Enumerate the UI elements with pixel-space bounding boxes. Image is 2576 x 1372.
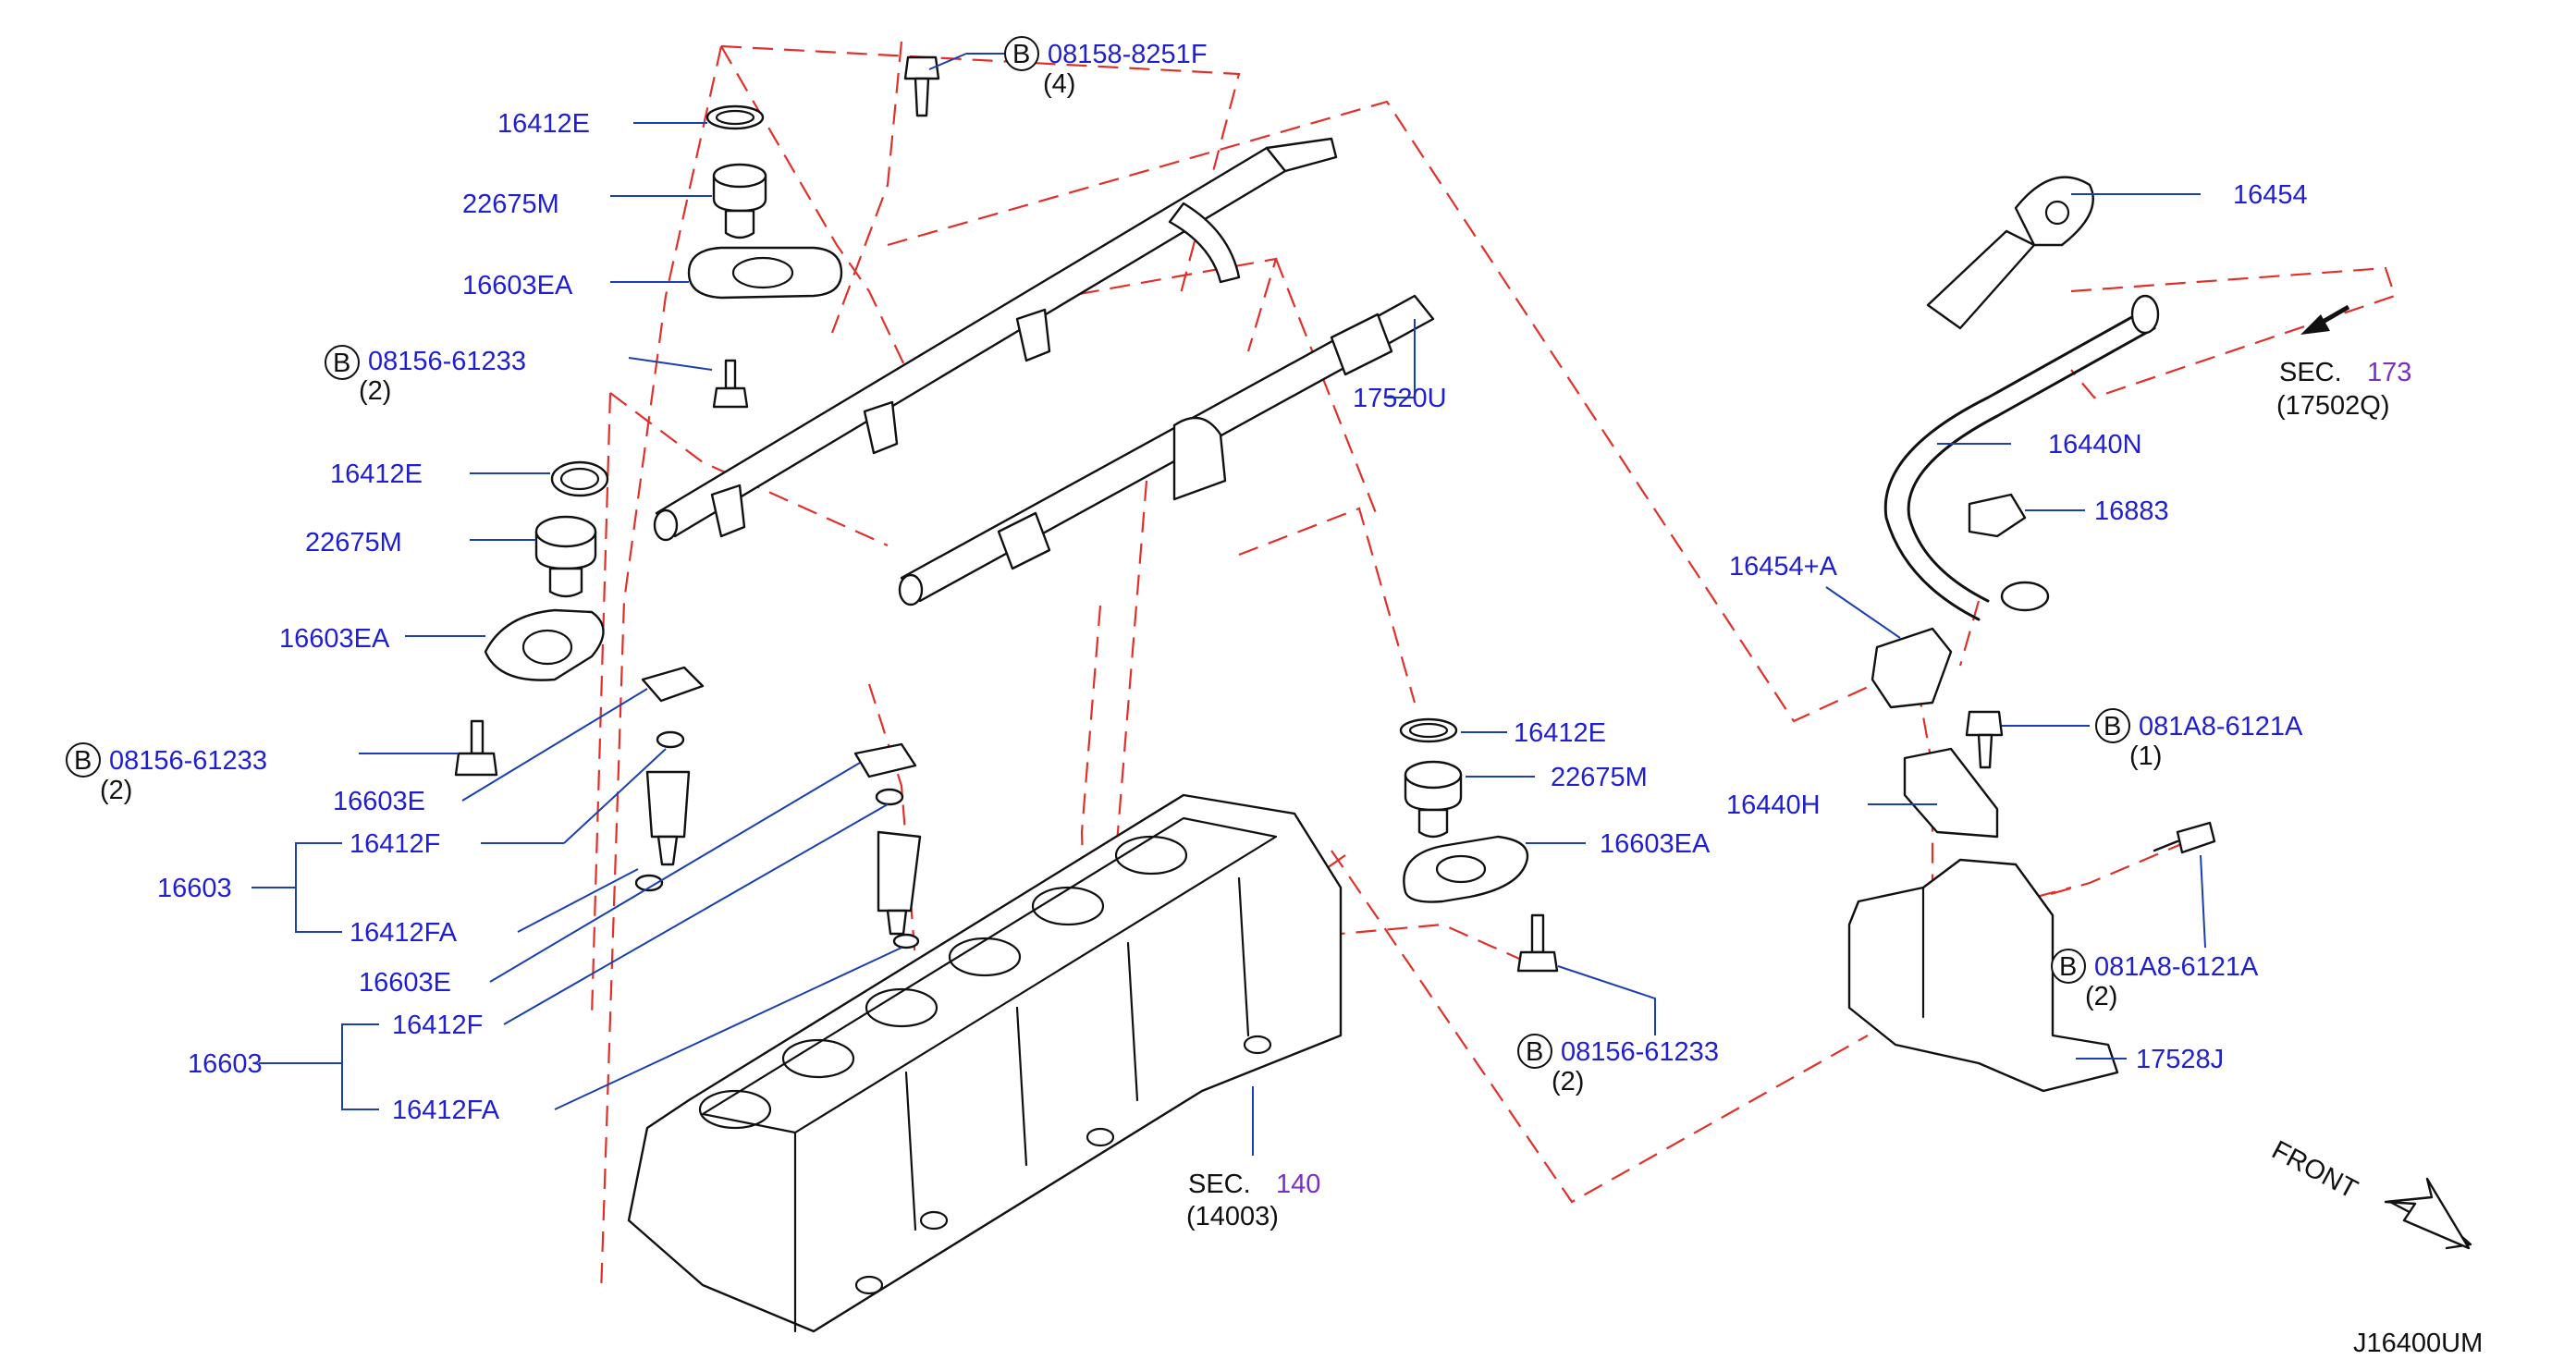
part-label-16603E: 16603E (359, 968, 451, 998)
part-label-08156-61233: 08156-61233 (1561, 1037, 1719, 1067)
part-label-16454A: 16454+A (1729, 552, 1838, 582)
leader-lines (251, 53, 2206, 1156)
fuel-hose-16440N (1883, 294, 2160, 621)
gasket-16603EA-top (687, 246, 843, 300)
front-arrow-icon (2384, 1177, 2472, 1250)
front-label: FRONT (2267, 1135, 2362, 1205)
gasket-16603EA-right (1403, 835, 1529, 903)
bolt-symbol-circle (1004, 36, 1039, 71)
section-subref: (14003) (1186, 1202, 1279, 1231)
quick-connector-16454A (1871, 581, 2050, 709)
qty-label: (2) (1552, 1067, 1584, 1096)
bolt-callout-top: B 08158-8251F (4) (1004, 36, 1208, 99)
part-label-16603: 16603 (157, 874, 232, 903)
part-label-08156-61233: 08156-61233 (109, 746, 267, 776)
injector-clip-16603E-b (853, 742, 917, 778)
pressure-damper-22675M-mid (534, 515, 597, 598)
part-label-16412FA: 16412FA (350, 918, 458, 948)
qty-label: (4) (1043, 69, 1075, 99)
part-label-16412F: 16412F (350, 829, 440, 859)
bolt-symbol: B (74, 746, 92, 776)
section-ref-140: SEC. 140 (14003) (1186, 1170, 1320, 1231)
o-ring-16412E-top (705, 104, 765, 130)
section-label: SEC. (2279, 358, 2342, 387)
quick-connector-16454 (1926, 176, 2094, 330)
part-label-081A8-6121A: 081A8-6121A (2139, 712, 2303, 741)
part-label-16412E: 16412E (330, 459, 423, 489)
bolt-callout-b: B 08156-61233 (2) (66, 742, 267, 805)
part-label-22675M: 22675M (305, 528, 402, 557)
injector-16603-b (875, 788, 922, 949)
section-number: 140 (1276, 1170, 1320, 1199)
fuel-rail-lower (898, 294, 1435, 606)
gasket-16603EA-mid (484, 608, 605, 681)
qty-label: (2) (359, 376, 391, 406)
part-label-16412F: 16412F (392, 1011, 483, 1040)
bolt-callout-e: B 081A8-6121A (2) (2051, 949, 2259, 1011)
bolt-callout-c: B 08156-61233 (2) (1517, 1034, 1719, 1096)
injector-clip-16603E-a (641, 666, 705, 703)
bolt-callout-a: B 08156-61233 (2) (325, 345, 526, 406)
section-number: 173 (2367, 358, 2411, 387)
part-label-16440N: 16440N (2048, 430, 2142, 459)
bolt-08158-top (903, 55, 940, 117)
part-label-16412FA: 16412FA (392, 1096, 500, 1125)
qty-label: (2) (100, 776, 132, 805)
part-label-08156-61233: 08156-61233 (368, 347, 526, 376)
part-label-16603E: 16603E (333, 787, 425, 816)
bolt-08156-top (712, 359, 749, 409)
bolt-08156-right (1516, 913, 1559, 973)
bolt-symbol: B (333, 349, 350, 378)
bolt-callout-d: B 081A8-6121A (1) (2095, 708, 2303, 771)
part-label-22675M: 22675M (1551, 763, 1648, 792)
part-label-08158-8251F: 08158-8251F (1048, 40, 1208, 69)
pressure-damper-22675M-top (712, 163, 767, 239)
qty-label: (1) (2129, 741, 2162, 771)
clamp-16883 (1968, 493, 2027, 538)
part-label-16412E: 16412E (1514, 718, 1606, 748)
injector-16603-a (634, 730, 691, 892)
part-label-17528J: 17528J (2136, 1045, 2224, 1074)
part-label-16603EA: 16603EA (462, 271, 573, 300)
o-ring-16412E-mid (550, 460, 609, 497)
sec173-arrow-icon (2300, 304, 2350, 335)
bolt-081A8-b (2153, 821, 2216, 854)
o-ring-16412E-right (1399, 717, 1458, 743)
bracket-16440H (1903, 747, 1999, 839)
part-label-16603: 16603 (188, 1049, 263, 1079)
part-label-16603EA: 16603EA (1600, 829, 1711, 859)
part-label-16603EA: 16603EA (279, 624, 390, 654)
bolt-symbol: B (2104, 712, 2121, 741)
part-label-17520U: 17520U (1353, 384, 1447, 413)
fuel-rail-upper (653, 137, 1338, 542)
part-label-22675M: 22675M (462, 190, 559, 219)
part-label-16412E: 16412E (497, 109, 590, 139)
part-label-16883: 16883 (2094, 496, 2169, 526)
bolt-symbol: B (1012, 40, 1030, 69)
part-label-16454: 16454 (2233, 180, 2308, 210)
bolt-symbol: B (2059, 952, 2077, 982)
bolt-08156-mid (454, 719, 498, 777)
part-label-081A8-6121A: 081A8-6121A (2094, 952, 2259, 982)
section-subref: (17502Q) (2276, 391, 2390, 421)
intake-manifold (627, 793, 1343, 1333)
qty-label: (2) (2085, 982, 2117, 1011)
pressure-damper-22675M-right (1404, 760, 1463, 839)
section-label: SEC. (1188, 1170, 1251, 1199)
part-label-16440H: 16440H (1726, 790, 1821, 820)
section-ref-173: SEC. 173 (17502Q) (2276, 358, 2411, 421)
bolt-symbol: B (1526, 1037, 1543, 1067)
diagram-code: J16400UM (2353, 1329, 2483, 1358)
bolt-081A8-a (1965, 710, 2004, 769)
